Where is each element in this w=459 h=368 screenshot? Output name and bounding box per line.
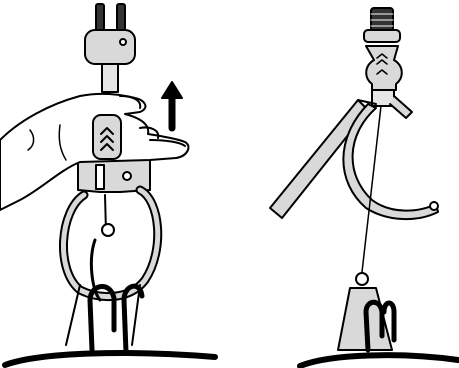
hand-illustration: [0, 94, 188, 210]
left-panel: [0, 4, 215, 365]
left-base-curve: [5, 353, 215, 365]
right-panel: [270, 8, 458, 366]
curved-strap: [343, 104, 438, 219]
right-base-curve: [300, 355, 458, 366]
right-lower-hook: [338, 288, 394, 350]
device-top-cap: [85, 30, 135, 92]
cable: [362, 106, 381, 272]
cable-ring: [356, 273, 368, 285]
sling-loop: [63, 190, 157, 300]
arrow-up-icon: [162, 82, 182, 128]
right-top-knob: [364, 8, 400, 42]
